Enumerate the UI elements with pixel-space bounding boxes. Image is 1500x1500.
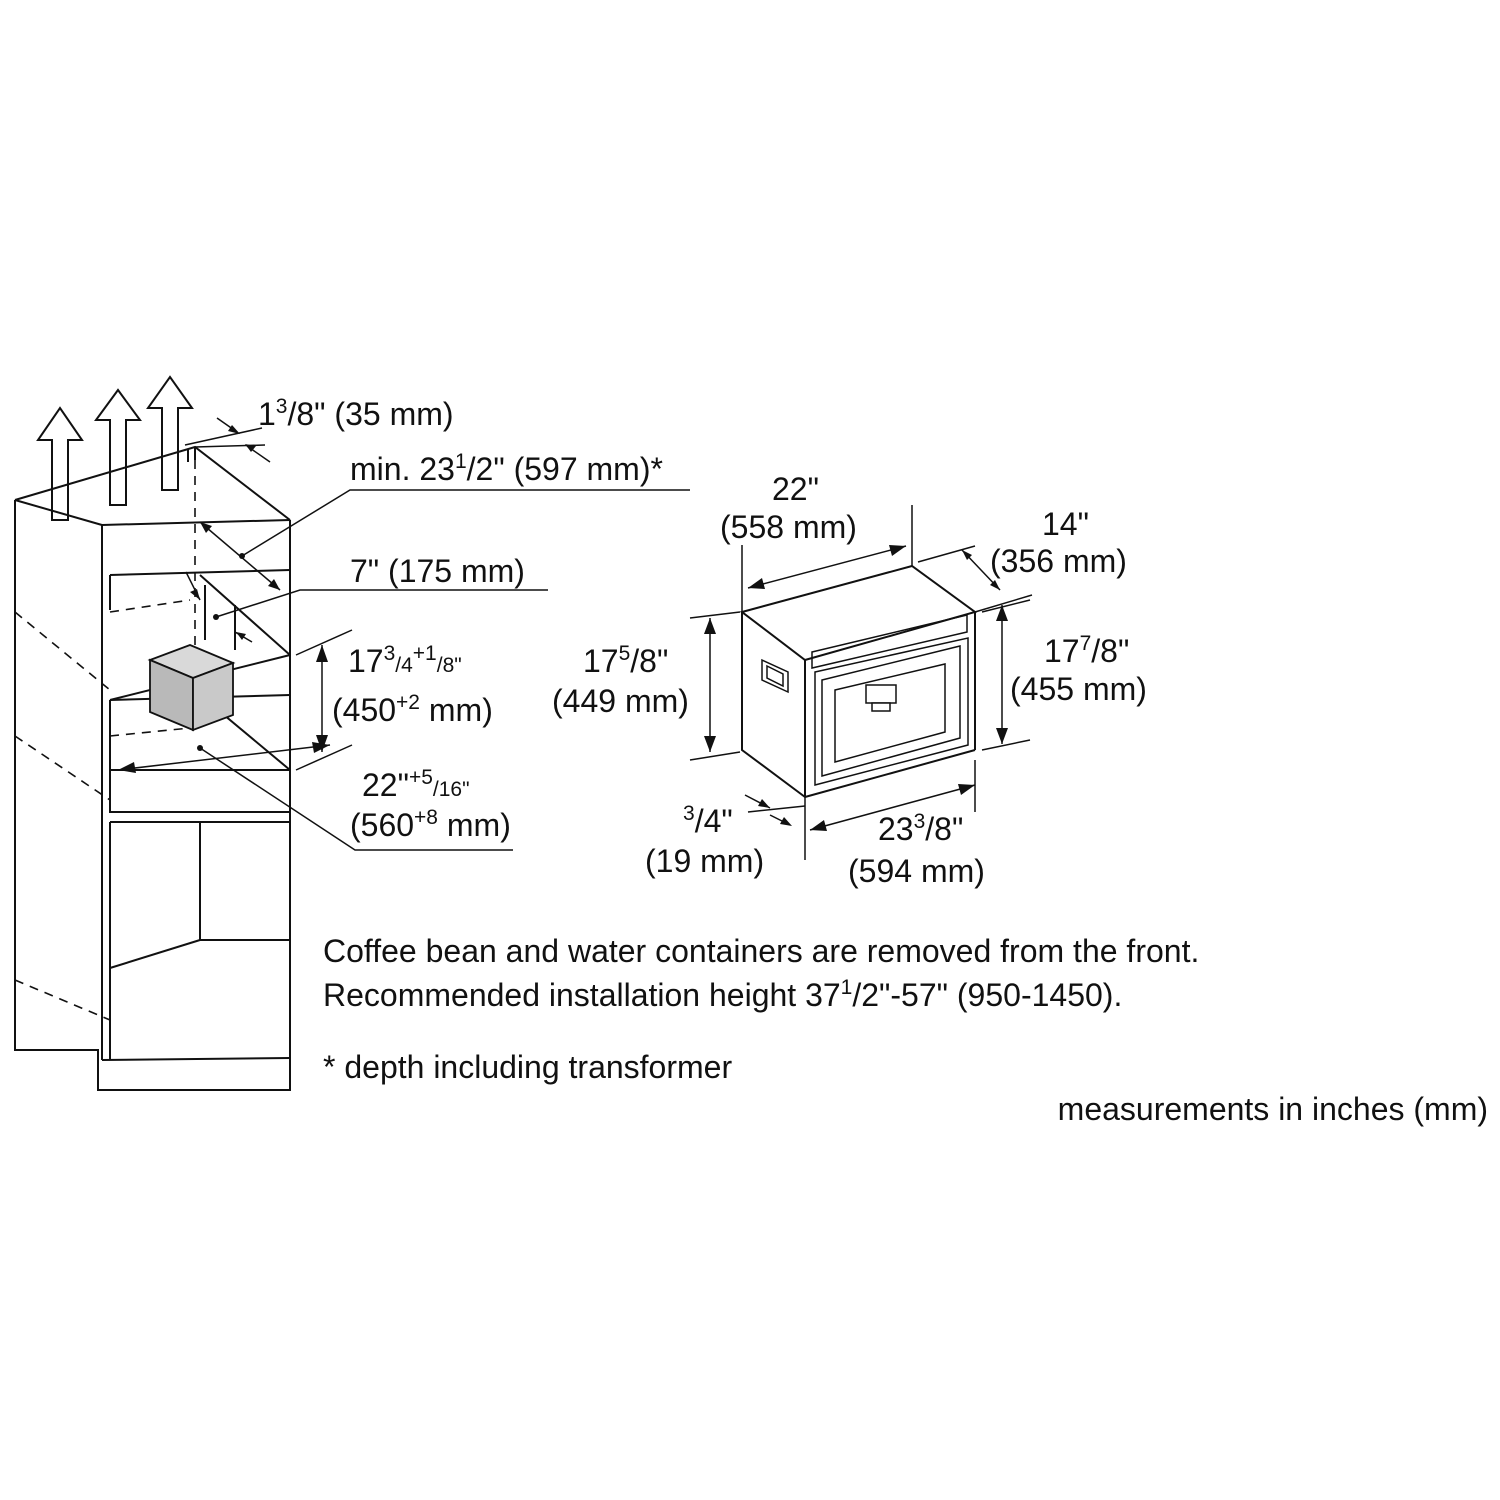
- vent-arrow-icon: [36, 406, 84, 521]
- dimension-lines-appliance: [689, 505, 1033, 860]
- transformer-box: [147, 644, 236, 732]
- height-17-7-8-label: 177/8": [1044, 632, 1129, 669]
- appliance-drawing: [689, 505, 1033, 860]
- dimension-lines-cabinet: [117, 417, 690, 851]
- width-23-3-8-label: 233/8": [878, 810, 963, 847]
- niche-width-label: 22"+5/16": [362, 766, 470, 803]
- niche-height-mm-label: (450+2 mm): [332, 691, 493, 728]
- footnote-depth: * depth including transformer: [323, 1049, 732, 1085]
- height-17-7-8-mm-label: (455 mm): [1010, 671, 1147, 707]
- handle-icon: [761, 658, 789, 694]
- min-depth-label: min. 231/2" (597 mm)*: [350, 450, 663, 487]
- coffee-spout-icon: [865, 684, 897, 712]
- vent-arrow-icon: [146, 375, 194, 491]
- vent-arrow-icon: [94, 388, 142, 506]
- width-23-3-8-mm-label: (594 mm): [848, 853, 985, 889]
- depth-14-mm-label: (356 mm): [990, 543, 1127, 579]
- width-22-mm-label: (558 mm): [720, 509, 857, 545]
- cabinet-drawing: [14, 375, 690, 1091]
- note-install-height: Recommended installation height 371/2"-5…: [323, 976, 1122, 1013]
- height-17-5-8-mm-label: (449 mm): [552, 683, 689, 719]
- niche-height-label: 173/4+1/8": [348, 642, 462, 679]
- height-17-5-8-label: 175/8": [583, 642, 668, 679]
- note-containers: Coffee bean and water containers are rem…: [323, 933, 1199, 969]
- clearance-top-label: 13/8" (35 mm): [258, 395, 454, 432]
- units-note: measurements in inches (mm): [1058, 1091, 1488, 1127]
- niche-width-mm-label: (560+8 mm): [350, 806, 511, 843]
- depth-7-label: 7" (175 mm): [350, 553, 525, 589]
- front-3-4-label: 3/4": [683, 802, 733, 839]
- width-22-label: 22": [772, 471, 819, 507]
- front-3-4-mm-label: (19 mm): [645, 843, 764, 879]
- depth-14-label: 14": [1042, 506, 1089, 542]
- cabinet-outline: [14, 445, 291, 1091]
